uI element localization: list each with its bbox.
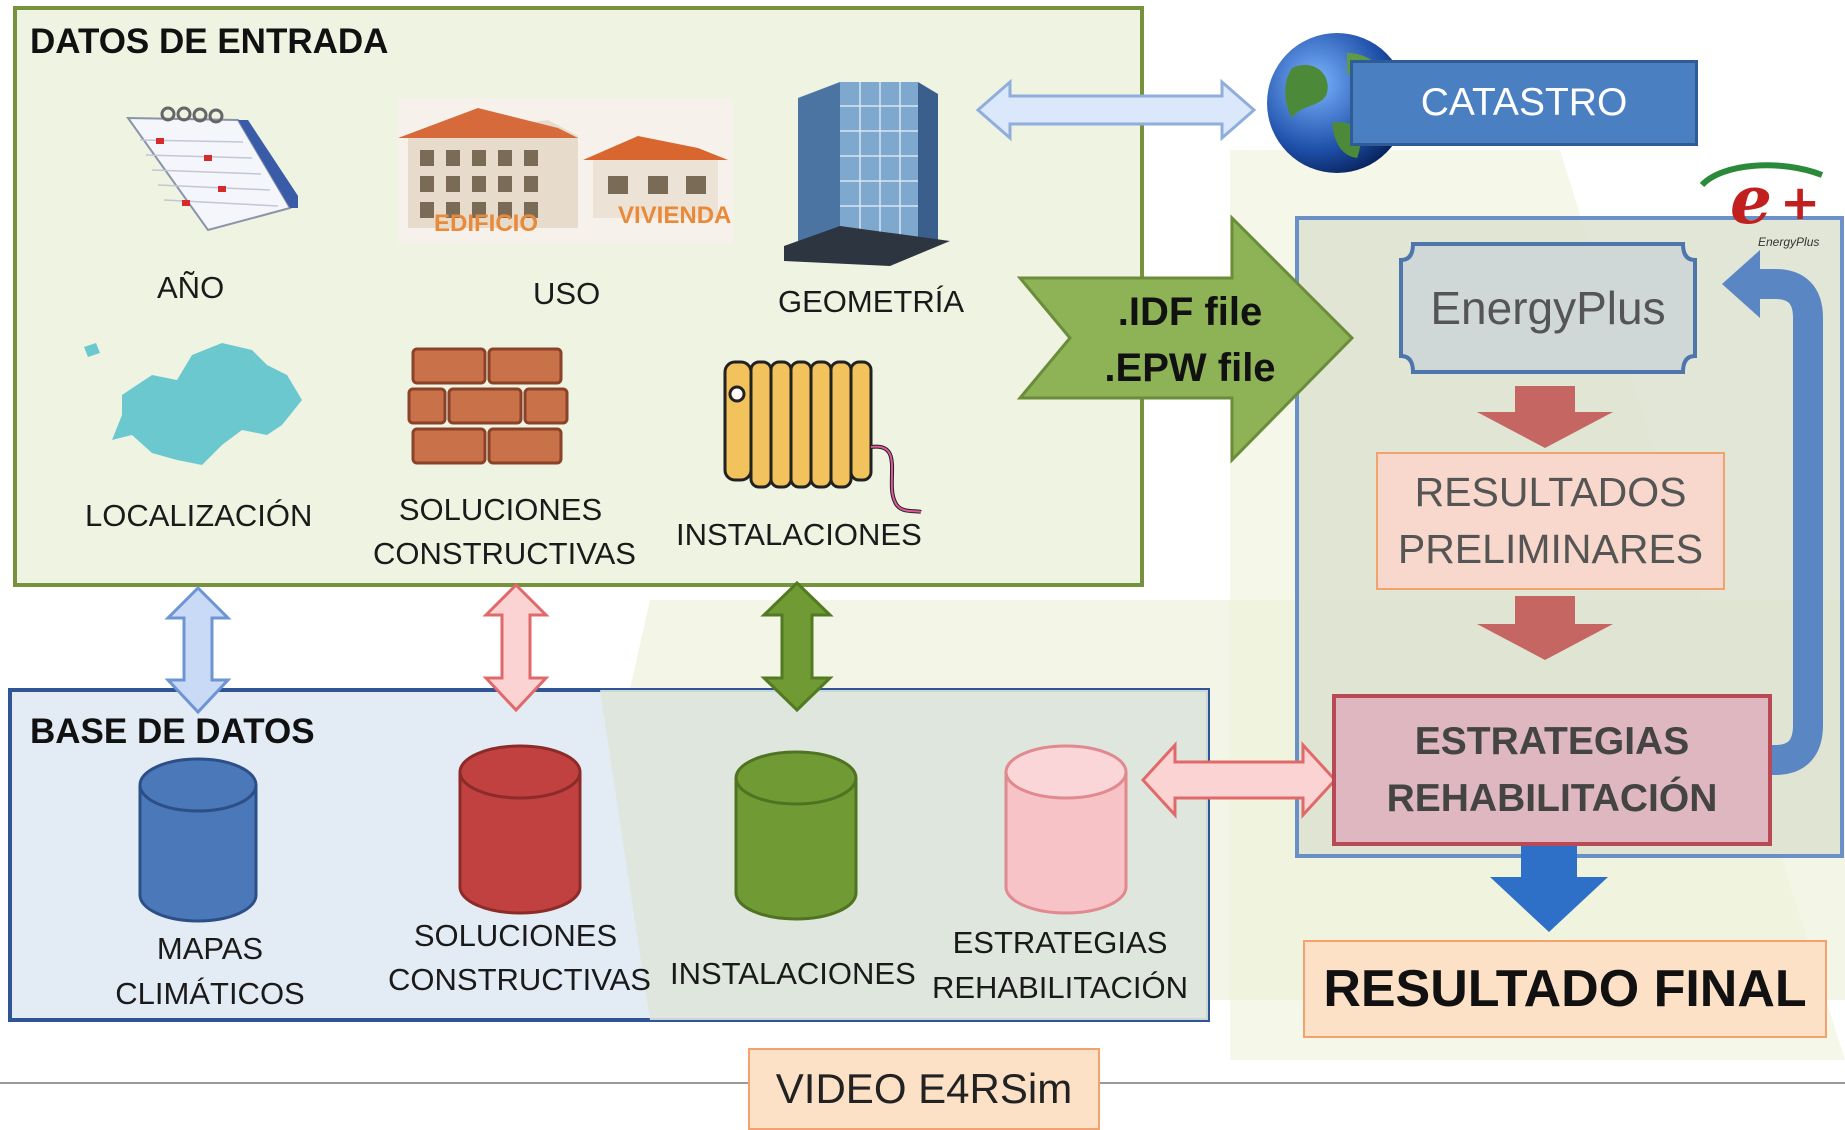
final-arrow-down [1490,842,1608,932]
input-panel-title: DATOS DE ENTRADA [30,22,389,61]
db-climate-label-line1: MAPAS [156,931,264,966]
final-result-box: RESULTADO FINAL [1303,940,1827,1038]
strategies-box: ESTRATEGIAS REHABILITACIÓN [1332,694,1772,846]
db-solutions-label-line1: SOLUCIONES [413,918,618,953]
climate-maps-database-icon [136,755,260,930]
db-solutions-label-line2: CONSTRUCTIVAS [388,962,651,997]
catastro-double-arrow [975,78,1257,142]
buildings-icon: EDIFICIO VIVIENDA [398,98,733,243]
flow-arrow-down-1 [1477,386,1613,448]
europe-map-icon [82,335,307,480]
brick-wall-icon [405,345,575,475]
epw-file-label: .EPW file [1104,346,1276,390]
strategies-database-icon [1002,742,1130,922]
input-item-use-sublabel-dwelling: VIVIENDA [618,202,732,229]
db-installations-label: INSTALACIONES [670,956,916,991]
radiator-icon [715,352,925,527]
database-panel-title: BASE DE DATOS [30,712,315,751]
input-item-year-label: AÑO [157,270,225,305]
preliminary-results-line2: PRELIMINARES [1397,526,1704,572]
energyplus-logo-text: EnergyPlus [1758,235,1820,249]
db-climate-label-line2: CLIMÁTICOS [115,976,305,1011]
svg-text:e: e [1730,161,1772,235]
db-strategies-label-line2: REHABILITACIÓN [931,970,1189,1005]
strategies-line2: REHABILITACIÓN [1386,777,1718,820]
files-arrow-label: .IDF file .EPW file [1060,284,1320,396]
energyplus-logo-icon: e + EnergyPlus [1692,155,1842,255]
preliminary-results-line1: RESULTADOS [1414,469,1687,515]
energyplus-engine-label: EnergyPlus [1430,282,1666,334]
svg-text:+: + [1780,175,1820,231]
constructive-solutions-database-icon [456,742,584,922]
energyplus-engine-box: EnergyPlus [1395,238,1701,378]
input-item-use-sublabel-building: EDIFICIO [434,210,539,237]
input-item-geometry-label: GEOMETRÍA [778,284,965,319]
catastro-box: CATASTRO [1350,60,1698,146]
idf-file-label: .IDF file [1117,290,1263,334]
feedback-loop-arrow [1718,269,1823,775]
input-item-installations-label: INSTALACIONES [676,517,922,552]
climate-double-arrow [164,585,232,715]
office-building-icon [780,76,955,271]
files-arrow [1016,214,1355,464]
input-item-solutions-label-line2: CONSTRUCTIVAS [373,536,636,571]
flow-arrow-down-2 [1477,596,1613,660]
installations-double-arrow [760,580,834,713]
calendar-icon [118,100,306,245]
solutions-double-arrow [482,582,550,713]
installations-database-icon [732,748,860,928]
strategies-line1: ESTRATEGIAS [1414,720,1690,763]
preliminary-results-box: RESULTADOS PRELIMINARES [1376,452,1725,590]
feedback-loop-arrowhead [1722,250,1760,318]
input-item-use-label: USO [533,276,601,311]
video-link[interactable]: VIDEO E4RSim [748,1048,1100,1130]
input-item-solutions-label-line1: SOLUCIONES [398,492,603,527]
db-strategies-label-line1: ESTRATEGIAS [952,925,1168,960]
input-item-location-label: LOCALIZACIÓN [85,498,313,533]
